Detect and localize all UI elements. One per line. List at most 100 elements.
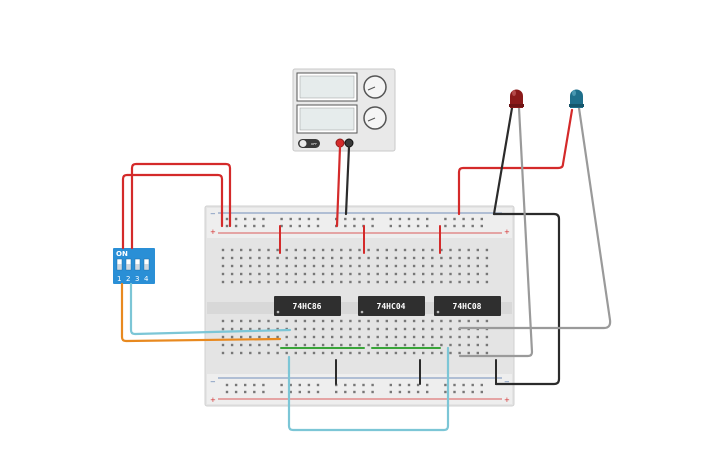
breadboard-hole[interactable] — [376, 256, 379, 260]
breadboard-hole[interactable] — [458, 319, 461, 323]
breadboard-hole[interactable] — [258, 335, 261, 339]
breadboard-hole[interactable] — [340, 272, 343, 276]
breadboard-hole[interactable] — [389, 217, 392, 221]
breadboard-hole[interactable] — [331, 264, 334, 268]
breadboard-hole[interactable] — [244, 224, 247, 228]
breadboard-hole[interactable] — [249, 327, 252, 331]
breadboard-hole[interactable] — [262, 383, 265, 387]
breadboard-hole[interactable] — [458, 280, 461, 284]
breadboard-hole[interactable] — [303, 319, 307, 323]
breadboard-hole[interactable] — [321, 272, 325, 276]
breadboard-hole[interactable] — [331, 319, 334, 323]
breadboard-hole[interactable] — [476, 272, 479, 276]
breadboard-hole[interactable] — [394, 335, 398, 339]
breadboard-hole[interactable] — [440, 248, 443, 252]
breadboard-hole[interactable] — [230, 248, 234, 252]
breadboard-hole[interactable] — [467, 351, 470, 355]
breadboard-hole[interactable] — [403, 319, 407, 323]
breadboard-hole[interactable] — [276, 248, 279, 252]
breadboard-hole[interactable] — [358, 319, 361, 323]
breadboard-hole[interactable] — [321, 256, 325, 260]
breadboard-hole[interactable] — [440, 327, 443, 331]
breadboard-hole[interactable] — [458, 248, 461, 252]
power-supply[interactable]: OFF — [292, 68, 396, 152]
breadboard-hole[interactable] — [467, 256, 470, 260]
breadboard-hole[interactable] — [240, 335, 243, 339]
breadboard-hole[interactable] — [476, 248, 479, 252]
breadboard-hole[interactable] — [294, 351, 297, 355]
breadboard-hole[interactable] — [312, 343, 316, 347]
breadboard-hole[interactable] — [449, 343, 452, 347]
breadboard-hole[interactable] — [385, 319, 388, 323]
breadboard-hole[interactable] — [340, 327, 343, 331]
breadboard-hole[interactable] — [244, 383, 247, 387]
breadboard-hole[interactable] — [467, 343, 470, 347]
breadboard-hole[interactable] — [403, 280, 407, 284]
breadboard-hole[interactable] — [371, 217, 374, 221]
breadboard-hole[interactable] — [422, 280, 425, 284]
breadboard-hole[interactable] — [321, 248, 325, 252]
breadboard-hole[interactable] — [426, 224, 429, 228]
breadboard-hole[interactable] — [225, 224, 229, 228]
breadboard-hole[interactable] — [312, 351, 316, 355]
breadboard-hole[interactable] — [285, 343, 288, 347]
breadboard-hole[interactable] — [358, 343, 361, 347]
breadboard-hole[interactable] — [230, 351, 234, 355]
breadboard-hole[interactable] — [416, 390, 420, 394]
breadboard-hole[interactable] — [376, 335, 379, 339]
breadboard-hole[interactable] — [467, 264, 470, 268]
breadboard-hole[interactable] — [412, 343, 416, 347]
breadboard-hole[interactable] — [403, 335, 407, 339]
breadboard-hole[interactable] — [276, 351, 279, 355]
breadboard-hole[interactable] — [403, 272, 407, 276]
breadboard-hole[interactable] — [262, 390, 265, 394]
breadboard-hole[interactable] — [262, 217, 265, 221]
breadboard-hole[interactable] — [358, 351, 361, 355]
wire-red-dip-2[interactable] — [130, 162, 232, 250]
breadboard-hole[interactable] — [285, 351, 288, 355]
breadboard-hole[interactable] — [303, 343, 307, 347]
wire-red-led-blue[interactable] — [457, 108, 574, 216]
breadboard-hole[interactable] — [258, 351, 261, 355]
breadboard-hole[interactable] — [385, 256, 388, 260]
breadboard-hole[interactable] — [440, 319, 443, 323]
breadboard-hole[interactable] — [344, 383, 347, 387]
breadboard-hole[interactable] — [221, 264, 225, 268]
breadboard-hole[interactable] — [349, 319, 352, 323]
breadboard-hole[interactable] — [403, 327, 407, 331]
breadboard-hole[interactable] — [280, 224, 283, 228]
breadboard-hole[interactable] — [403, 256, 407, 260]
breadboard-hole[interactable] — [485, 343, 489, 347]
breadboard-hole[interactable] — [476, 319, 479, 323]
breadboard-hole[interactable] — [403, 351, 407, 355]
breadboard-hole[interactable] — [353, 217, 356, 221]
breadboard-hole[interactable] — [444, 390, 447, 394]
breadboard-hole[interactable] — [294, 264, 297, 268]
breadboard-hole[interactable] — [349, 280, 352, 284]
breadboard-hole[interactable] — [467, 335, 470, 339]
breadboard-hole[interactable] — [303, 256, 307, 260]
wire-black-ground-loop[interactable] — [492, 212, 561, 386]
breadboard-hole[interactable] — [230, 335, 234, 339]
breadboard-hole[interactable] — [398, 224, 402, 228]
breadboard-hole[interactable] — [394, 272, 398, 276]
breadboard-hole[interactable] — [416, 217, 420, 221]
breadboard-hole[interactable] — [331, 343, 334, 347]
breadboard-hole[interactable] — [440, 343, 443, 347]
breadboard-hole[interactable] — [234, 217, 238, 221]
breadboard-hole[interactable] — [285, 248, 288, 252]
breadboard-hole[interactable] — [431, 343, 434, 347]
breadboard-hole[interactable] — [453, 217, 456, 221]
breadboard-hole[interactable] — [412, 264, 416, 268]
breadboard-hole[interactable] — [476, 343, 479, 347]
breadboard-hole[interactable] — [258, 327, 261, 331]
breadboard-hole[interactable] — [385, 280, 388, 284]
wire-cyan-dip[interactable] — [129, 282, 292, 336]
breadboard-hole[interactable] — [249, 351, 252, 355]
breadboard-hole[interactable] — [462, 390, 465, 394]
breadboard-hole[interactable] — [321, 327, 325, 331]
breadboard-hole[interactable] — [253, 383, 256, 387]
breadboard-hole[interactable] — [485, 351, 489, 355]
breadboard-hole[interactable] — [249, 264, 252, 268]
breadboard-hole[interactable] — [349, 264, 352, 268]
